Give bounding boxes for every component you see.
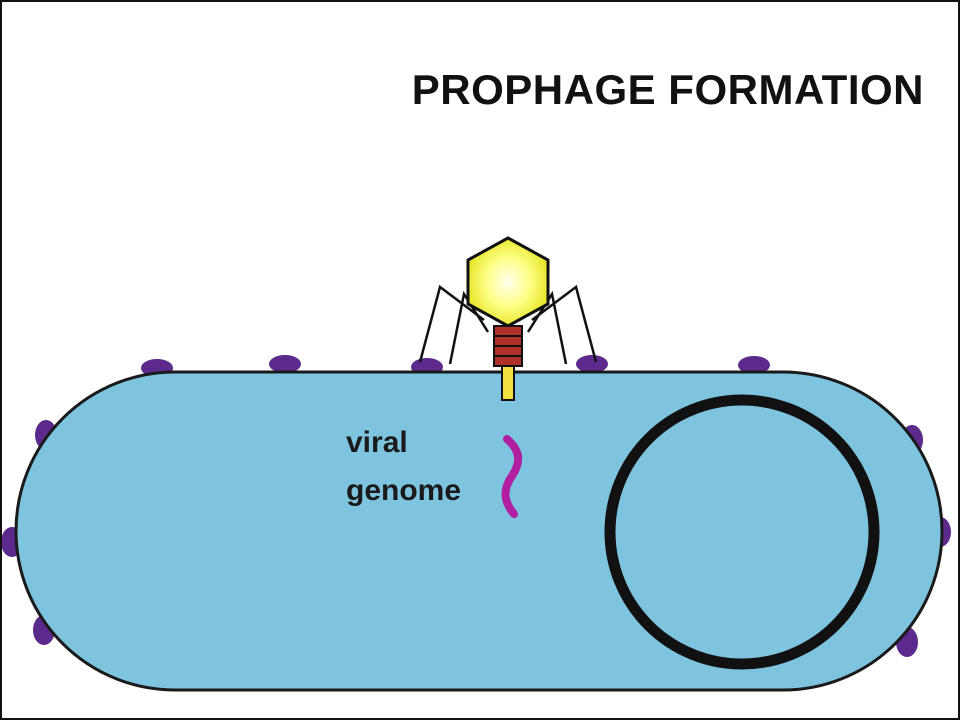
viral-genome-label-line-2: genome [346, 474, 462, 507]
bacteriophage-icon [418, 236, 598, 401]
diagram-title: PROPHAGE FORMATION [411, 66, 924, 113]
viral-genome-strand-icon [501, 435, 523, 518]
receptor-bump [269, 355, 301, 373]
receptor-bump [576, 355, 608, 373]
phage-tail-core [501, 365, 515, 401]
phage-tail-fiber [531, 284, 598, 363]
phage-head [466, 236, 550, 328]
bacterial-cell-icon [14, 370, 944, 692]
viral-genome-label-line-1: viral [346, 426, 408, 459]
bacterial-chromosome-icon [604, 394, 880, 670]
phage-tail-fiber [526, 290, 568, 365]
phage-tail-fiber [418, 284, 485, 363]
phage-tail-fiber [448, 290, 490, 365]
receptor-bump [738, 356, 770, 374]
